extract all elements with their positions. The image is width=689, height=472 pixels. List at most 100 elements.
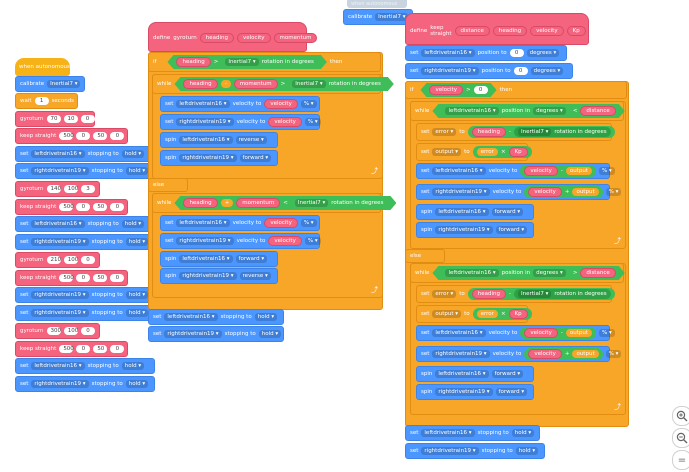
direction-dropdown[interactable]: forward ▾	[495, 388, 528, 396]
param-distance[interactable]: distance	[580, 268, 615, 278]
param-velocity[interactable]: velocity	[264, 218, 298, 228]
keep-straight-call-block[interactable]: keep straight 500 0 50 0	[15, 341, 128, 357]
condition-expression[interactable]: heading > Inertial7 ▾rotation in degrees	[167, 55, 326, 69]
param-momentum[interactable]: momentum	[236, 198, 280, 208]
motor-dropdown[interactable]: rightdrivetrain19 ▾	[164, 330, 222, 338]
distance-input[interactable]: 500	[59, 274, 74, 282]
set-stopping-block[interactable]: set leftdrivetrain16 ▾ stopping to hold …	[15, 216, 155, 232]
var-output[interactable]: output	[572, 350, 599, 358]
unit-dropdown[interactable]: % ▾	[605, 350, 622, 358]
kp-input[interactable]: 0	[110, 345, 125, 353]
unit-dropdown[interactable]: % ▾	[300, 219, 317, 227]
set-error-variable-block[interactable]: set error ▾ to heading - Inertial7 ▾rota…	[416, 285, 615, 303]
direction-dropdown[interactable]: reverse ▾	[235, 136, 267, 144]
kp-input[interactable]: 0	[110, 274, 125, 282]
zoom-in-button[interactable]	[672, 406, 689, 426]
param-kp[interactable]: Kp	[508, 147, 528, 157]
param-velocity[interactable]: velocity	[528, 187, 562, 197]
param-velocity[interactable]: velocity	[530, 26, 564, 36]
inertial-rotation-reporter[interactable]: Inertial7 ▾rotation in degrees	[221, 57, 318, 67]
param-heading[interactable]: heading	[471, 289, 507, 299]
set-velocity-block[interactable]: set leftdrivetrain16 ▾ velocity to veloc…	[160, 215, 320, 231]
motor-dropdown[interactable]: rightdrivetrain19 ▾	[31, 309, 89, 317]
variable-dropdown[interactable]: error ▾	[432, 128, 457, 136]
mode-dropdown[interactable]: hold ▾	[125, 309, 149, 317]
motor-dropdown[interactable]: leftdrivetrain16 ▾	[421, 49, 475, 57]
direction-dropdown[interactable]: reverse ▾	[239, 272, 271, 280]
inertial-rotation-reporter[interactable]: Inertial7 ▾rotation in degrees	[291, 198, 388, 208]
set-stopping-block[interactable]: set rightdrivetrain19 ▾ stopping to hold…	[148, 326, 284, 342]
set-output-variable-block[interactable]: set output ▾ to error × Kp	[416, 143, 532, 161]
spin-block[interactable]: spin rightdrivetrain19 ▾ reverse ▾	[160, 268, 278, 284]
when-autonomous-hat[interactable]: when autonomous	[15, 58, 70, 76]
param-heading[interactable]: heading	[176, 57, 210, 67]
var-output[interactable]: output	[565, 167, 592, 175]
velocity-input[interactable]: 100	[63, 256, 78, 264]
var-output[interactable]: output	[572, 188, 599, 196]
motor-dropdown[interactable]: leftdrivetrain16 ▾	[179, 255, 233, 263]
subtract-expression[interactable]: heading - Inertial7 ▾rotation in degrees	[467, 288, 615, 300]
spin-block[interactable]: spin leftdrivetrain16 ▾ forward ▾	[160, 251, 278, 267]
set-stopping-block[interactable]: set rightdrivetrain19 ▾ stopping to hold…	[15, 234, 155, 250]
set-velocity-block[interactable]: set rightdrivetrain19 ▾ velocity to velo…	[160, 114, 321, 130]
motor-dropdown[interactable]: leftdrivetrain16 ▾	[31, 362, 85, 370]
param-velocity[interactable]: velocity	[268, 117, 302, 127]
motor-dropdown[interactable]: leftdrivetrain16 ▾	[31, 220, 85, 228]
subtract-expression[interactable]: velocity - output	[520, 165, 596, 177]
mode-dropdown[interactable]: hold ▾	[258, 330, 282, 338]
param-velocity[interactable]: velocity	[429, 85, 463, 95]
multiply-expression[interactable]: error × Kp	[472, 146, 532, 158]
mode-dropdown[interactable]: hold ▾	[254, 313, 278, 321]
variable-dropdown[interactable]: error ▾	[432, 290, 457, 298]
motor-dropdown[interactable]: leftdrivetrain16 ▾	[435, 370, 489, 378]
unit-dropdown[interactable]: degrees ▾	[530, 67, 564, 75]
velocity-input[interactable]: 50	[93, 345, 108, 353]
multiply-expression[interactable]: error × Kp	[472, 308, 532, 320]
param-velocity[interactable]: velocity	[524, 166, 558, 176]
heading-input[interactable]: 70	[46, 115, 61, 123]
set-velocity-block[interactable]: set leftdrivetrain16 ▾ velocity to veloc…	[416, 325, 615, 341]
gyroturn-call-block[interactable]: gyroturn 140 100 3	[15, 181, 100, 197]
value-input[interactable]: 0	[474, 86, 488, 94]
keep-straight-call-block[interactable]: keep straight 500 0 50 0	[15, 199, 128, 215]
subtract-expression[interactable]: velocity - output	[520, 327, 596, 339]
param-momentum[interactable]: momentum	[273, 33, 318, 43]
param-velocity[interactable]: velocity	[524, 328, 558, 338]
unit-dropdown[interactable]: % ▾	[598, 329, 615, 337]
motor-dropdown[interactable]: leftdrivetrain16 ▾	[31, 150, 85, 158]
param-velocity[interactable]: velocity	[264, 99, 298, 109]
define-keep-straight-block[interactable]: define keep straight distance heading ve…	[405, 13, 589, 45]
gyroturn-call-block[interactable]: gyroturn 70 10 0	[15, 111, 95, 127]
inertial-rotation-reporter[interactable]: Inertial7 ▾rotation in degrees	[288, 79, 385, 89]
param-heading[interactable]: heading	[471, 127, 507, 137]
heading-input[interactable]: 210	[46, 256, 61, 264]
set-stopping-block[interactable]: set rightdrivetrain19 ▾ stopping to hold…	[405, 443, 545, 459]
direction-dropdown[interactable]: forward ▾	[491, 370, 524, 378]
set-stopping-block[interactable]: set rightdrivetrain19 ▾ stopping to hold…	[15, 376, 155, 392]
velocity-input[interactable]: 100	[63, 327, 78, 335]
mode-dropdown[interactable]: hold ▾	[515, 447, 539, 455]
motor-dropdown[interactable]: rightdrivetrain19 ▾	[31, 238, 89, 246]
unit-dropdown[interactable]: % ▾	[304, 237, 321, 245]
mode-dropdown[interactable]: hold ▾	[125, 238, 149, 246]
position-input[interactable]: 0	[509, 49, 524, 57]
mode-dropdown[interactable]: hold ▾	[121, 150, 145, 158]
param-momentum[interactable]: momentum	[234, 79, 278, 89]
motor-dropdown[interactable]: leftdrivetrain16 ▾	[421, 429, 475, 437]
add-expression[interactable]: velocity + output	[524, 186, 603, 198]
momentum-input[interactable]: 0	[80, 327, 95, 335]
partial-hat-block[interactable]: when autonomous	[347, 0, 407, 8]
while-condition-row[interactable]: while heading + momentum < Inertial7 ▾ro…	[152, 193, 381, 213]
set-stopping-block[interactable]: set leftdrivetrain16 ▾ stopping to hold …	[15, 358, 155, 374]
motor-dropdown[interactable]: rightdrivetrain19 ▾	[432, 188, 490, 196]
keep-straight-call-block[interactable]: keep straight 500 0 50 0	[15, 270, 128, 286]
param-kp[interactable]: Kp	[508, 309, 528, 319]
motor-dropdown[interactable]: leftdrivetrain16 ▾	[176, 100, 230, 108]
direction-dropdown[interactable]: forward ▾	[235, 255, 268, 263]
param-heading[interactable]: heading	[492, 26, 528, 36]
motor-dropdown[interactable]: rightdrivetrain19 ▾	[421, 447, 479, 455]
motor-dropdown[interactable]: rightdrivetrain19 ▾	[421, 67, 479, 75]
